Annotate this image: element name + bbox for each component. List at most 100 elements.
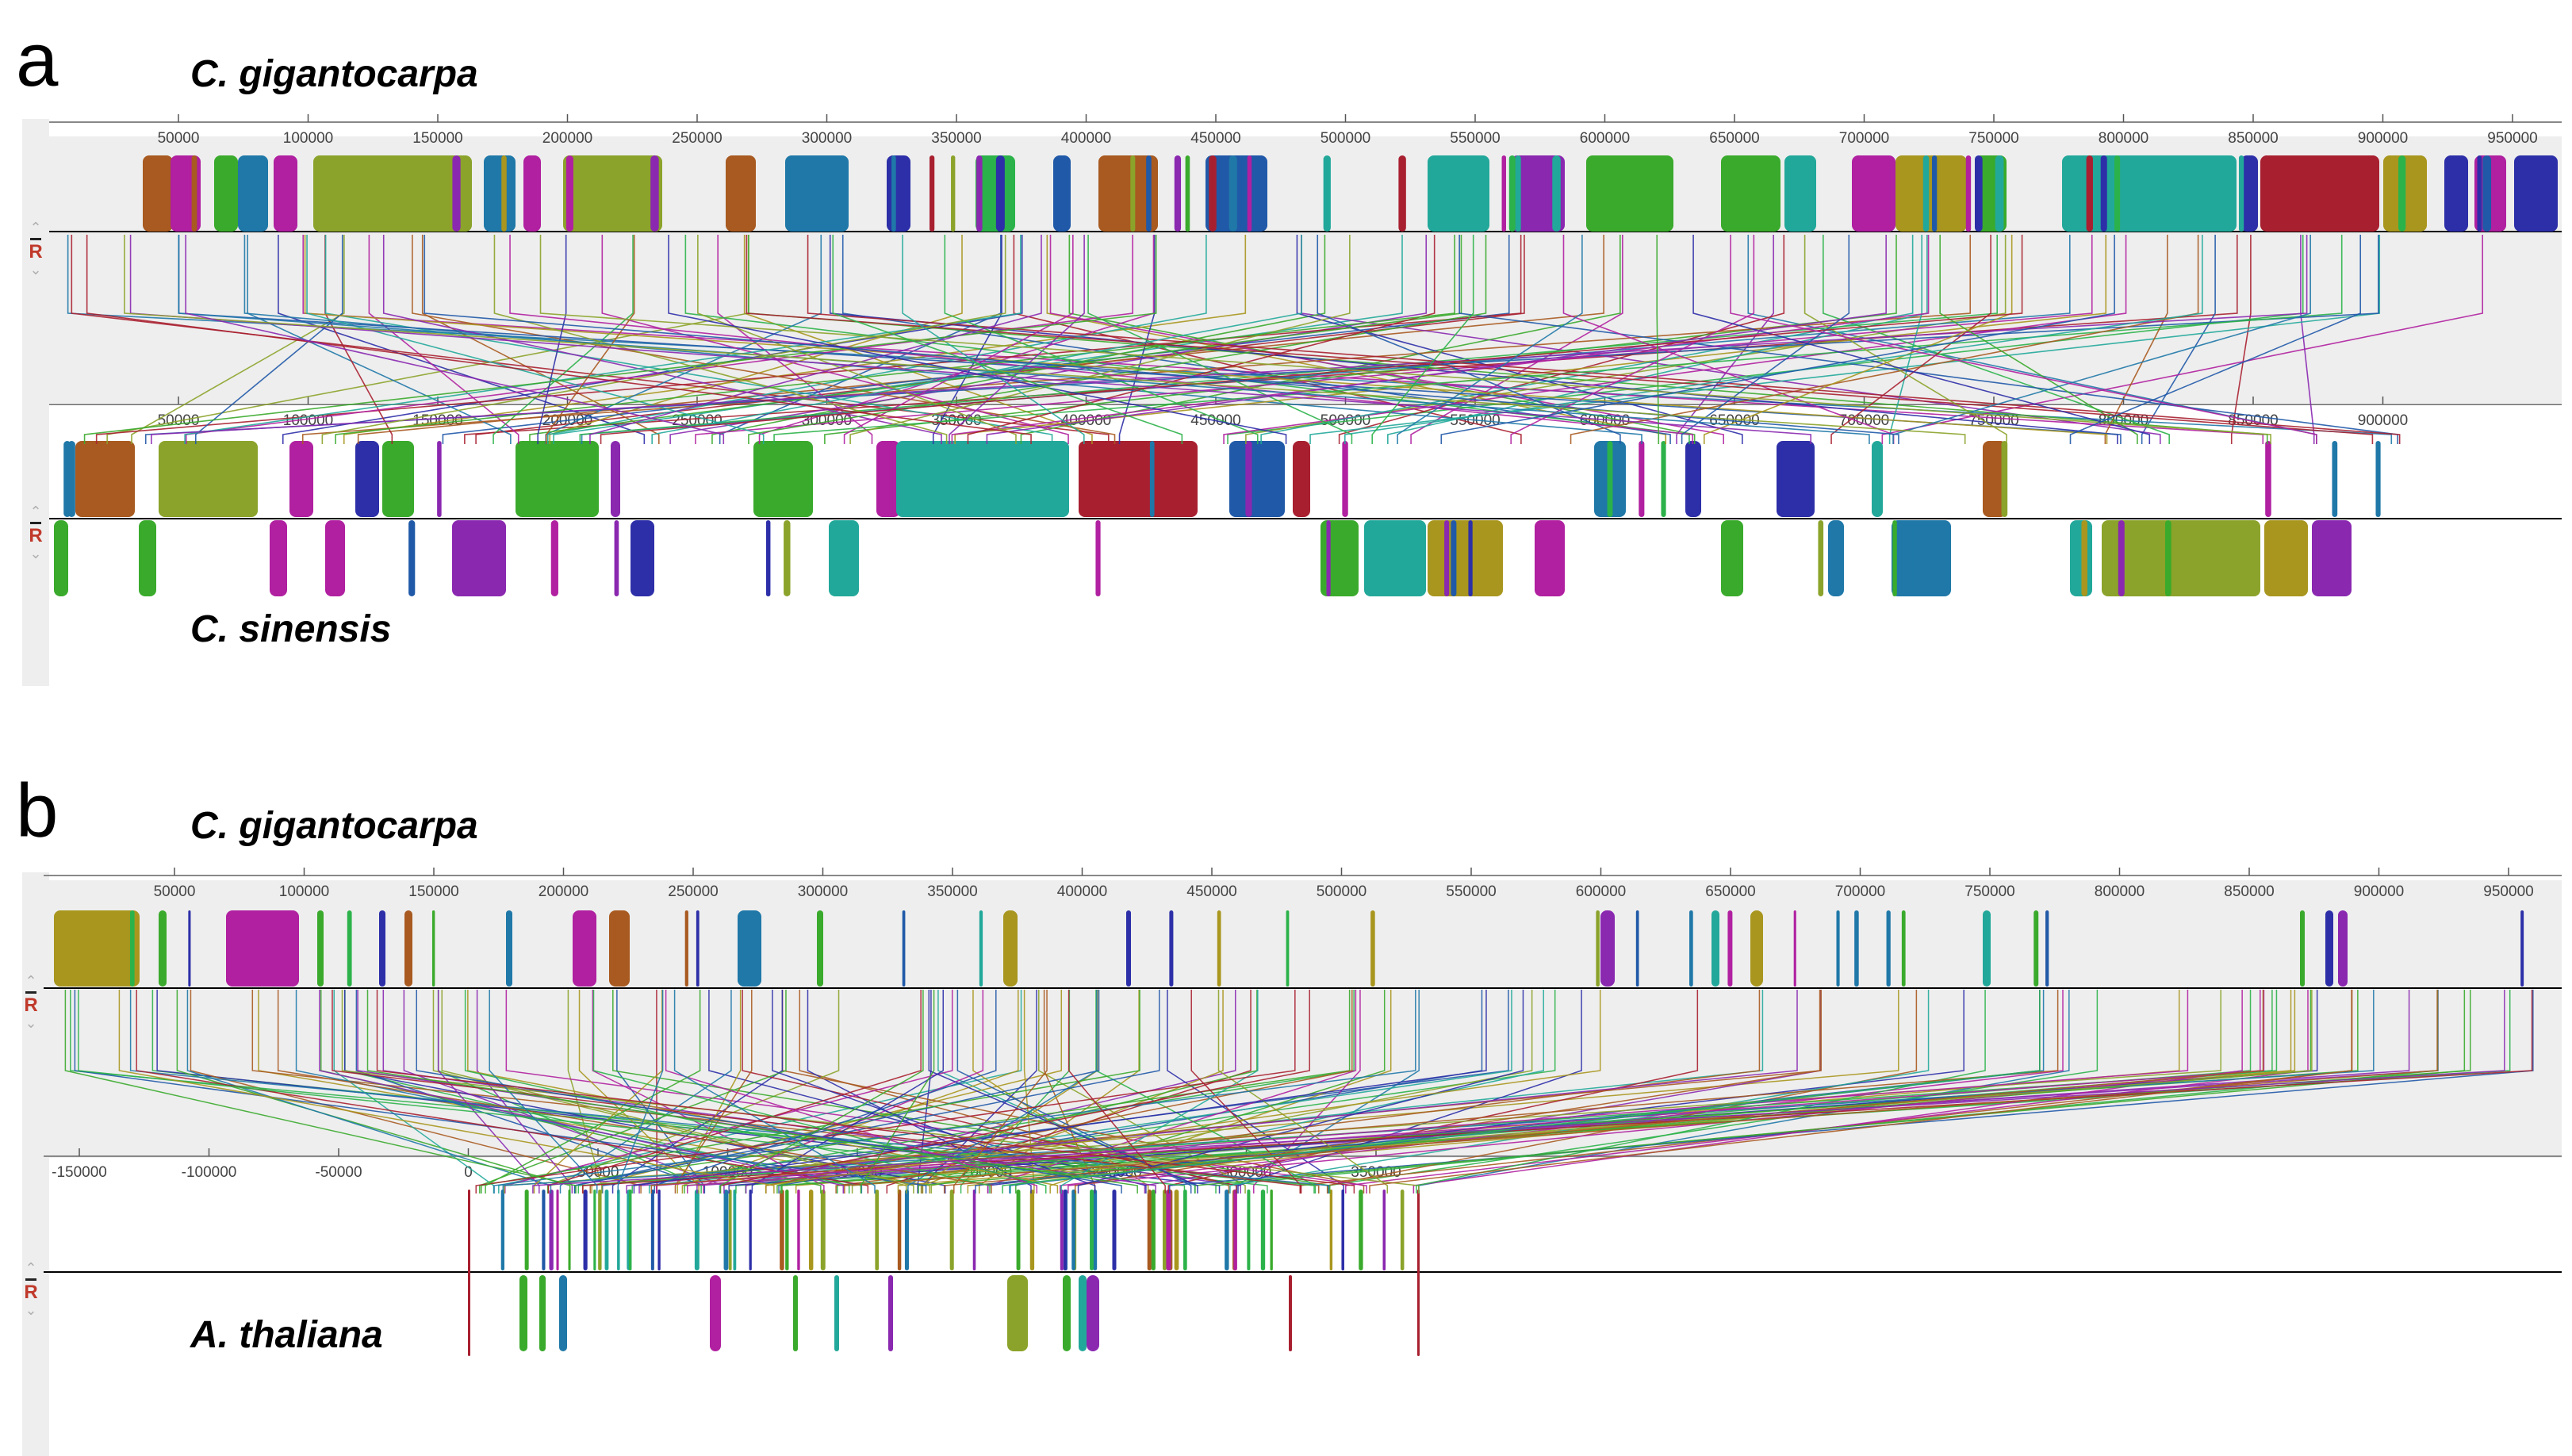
panel-b-top-genome-label: C. gigantocarpa [190,805,478,847]
synteny-line [703,990,984,1194]
lcb-block [484,155,516,232]
synteny-line [376,990,1355,1194]
move-down-icon[interactable]: ⌄ [25,1302,37,1318]
synteny-line [1068,990,2261,1194]
lcb-block [1003,910,1018,987]
lcb-block [524,1190,529,1270]
synteny-line [332,990,1301,1194]
synteny-line [416,990,1122,1194]
reverse-button[interactable]: R [24,994,38,1016]
tick-label: 950000 [2483,883,2533,900]
lcb-block [1852,155,1895,232]
lcb-block [289,441,313,517]
synteny-line [829,235,2118,444]
minus-icon[interactable] [30,522,41,524]
lcb-block [468,1190,470,1356]
synteny-line [366,990,1138,1194]
lcb-block [820,1190,826,1270]
reverse-button[interactable]: R [24,1282,38,1303]
lcb-block [2081,520,2087,596]
synteny-line [922,990,1224,1194]
synteny-line [178,235,1870,444]
synteny-line [319,990,845,1194]
synteny-line [320,990,822,1194]
lcb-block [2520,910,2524,987]
lcb-block [875,1190,880,1270]
synteny-line [986,235,1887,444]
lcb-block [1600,910,1615,987]
reverse-button[interactable]: R [29,241,43,262]
synteny-line [529,235,1462,444]
synteny-line [953,990,1048,1194]
reverse-button[interactable]: R [29,525,43,546]
lcb-block [1090,1190,1094,1270]
lcb-block [995,155,1005,232]
lcb-block [2033,910,2039,987]
move-down-icon[interactable]: ⌄ [25,1015,37,1031]
synteny-line [860,990,935,1194]
lcb-block [1428,520,1503,596]
lcb-block [1764,155,1772,232]
lcb-block [54,520,68,596]
tick-label: 0 [464,1164,473,1181]
synteny-line [1510,235,1755,444]
synteny-line [464,990,991,1194]
synteny-line [1068,990,1166,1194]
move-up-icon[interactable]: ⌃ [25,973,37,989]
synteny-line [194,235,343,444]
move-up-icon[interactable]: ⌃ [29,504,42,519]
synteny-line [1881,235,2483,444]
synteny-line [549,235,963,444]
lcb-block [609,910,630,987]
lcb-block [684,910,688,987]
synteny-line [697,235,1017,444]
lcb-block [2114,155,2121,232]
lcb-block [930,155,935,232]
lcb-block [2118,520,2125,596]
lcb-block [904,1190,909,1270]
synteny-line [2104,235,2168,444]
lcb-block [1342,441,1348,517]
lcb-block [1060,1190,1064,1270]
synteny-line [987,990,1357,1194]
minus-icon[interactable] [25,1278,36,1281]
minus-icon[interactable] [25,991,36,994]
lcb-block [1965,155,1972,232]
lcb-block [452,155,461,232]
lcb-block [694,1190,700,1270]
lcb-block [1511,155,1565,232]
lcb-block [617,1190,620,1270]
lcb-block [1784,155,1816,232]
lcb-block [1983,910,1991,987]
synteny-line [1194,990,2466,1194]
lcb-block [1225,1190,1229,1270]
synteny-line [1309,235,2381,444]
lcb-block [753,441,813,517]
lcb-block [897,1190,902,1270]
move-up-icon[interactable]: ⌃ [25,1260,37,1276]
synteny-line [579,235,1999,444]
lcb-block [1711,910,1719,987]
synteny-line [278,235,646,444]
synteny-line [1245,235,2007,444]
move-up-icon[interactable]: ⌃ [29,220,42,236]
minus-icon[interactable] [30,238,41,240]
synteny-line [1371,235,1474,444]
lcb-block [2238,155,2244,232]
move-down-icon[interactable]: ⌄ [29,546,42,561]
panel-a-synteny-lines [67,235,2483,444]
lcb-block [1286,910,1290,987]
lcb-block [891,155,896,232]
synteny-line [708,990,1147,1194]
lcb-block [1247,155,1252,232]
move-down-icon[interactable]: ⌄ [29,262,42,278]
synteny-line [546,990,1351,1194]
tick-label: 550000 [1446,883,1496,900]
tick-label: 700000 [1835,883,1885,900]
tick-label: 150000 [408,883,458,900]
lcb-block [565,155,573,232]
lcb-block [54,910,140,987]
lcb-block [2482,155,2492,232]
synteny-line [772,990,1096,1194]
